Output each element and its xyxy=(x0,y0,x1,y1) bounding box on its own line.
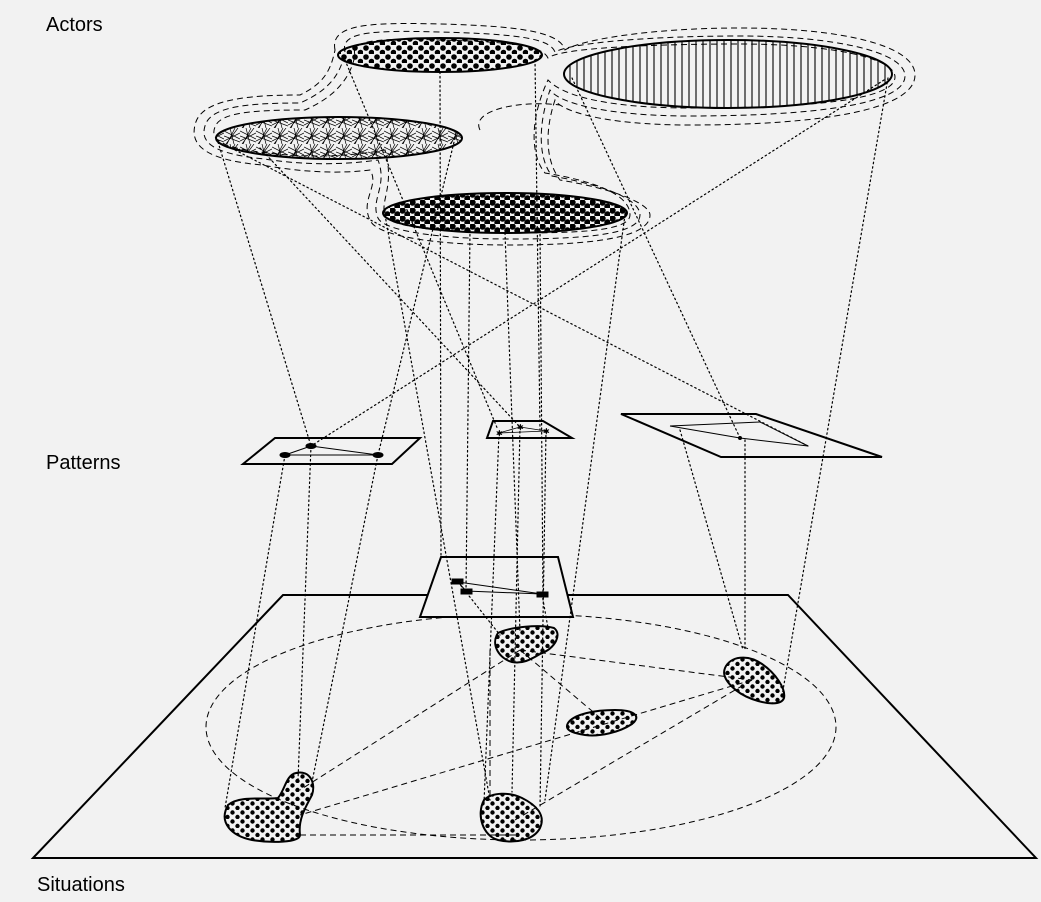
actor-dotted-dense xyxy=(382,192,628,234)
pattern-planes: ✶ ✶ ✶ xyxy=(240,413,883,618)
blob-left xyxy=(223,771,315,843)
actor-shapes xyxy=(215,37,893,234)
blob-right xyxy=(723,656,786,705)
actors-label: Actors xyxy=(46,14,103,36)
situations-floor xyxy=(30,594,1039,859)
situation-blobs xyxy=(223,625,786,843)
pattern-middle xyxy=(485,420,576,439)
blob-center-bottom xyxy=(479,792,543,843)
blob-middle xyxy=(566,708,638,737)
patterns-label: Patterns xyxy=(46,452,121,474)
situations-label: Situations xyxy=(37,874,125,896)
actor-dotted-top xyxy=(337,37,543,73)
actor-hatched xyxy=(215,116,463,160)
inner-contour-arc xyxy=(478,103,561,131)
actor-striped xyxy=(563,39,893,109)
projection-lines xyxy=(217,59,889,809)
pattern-left xyxy=(240,437,423,465)
blob-center-top xyxy=(494,625,559,664)
middle-contour xyxy=(203,30,906,240)
outer-contour xyxy=(193,22,916,246)
situation-links xyxy=(299,649,753,836)
pattern-right xyxy=(620,413,883,458)
